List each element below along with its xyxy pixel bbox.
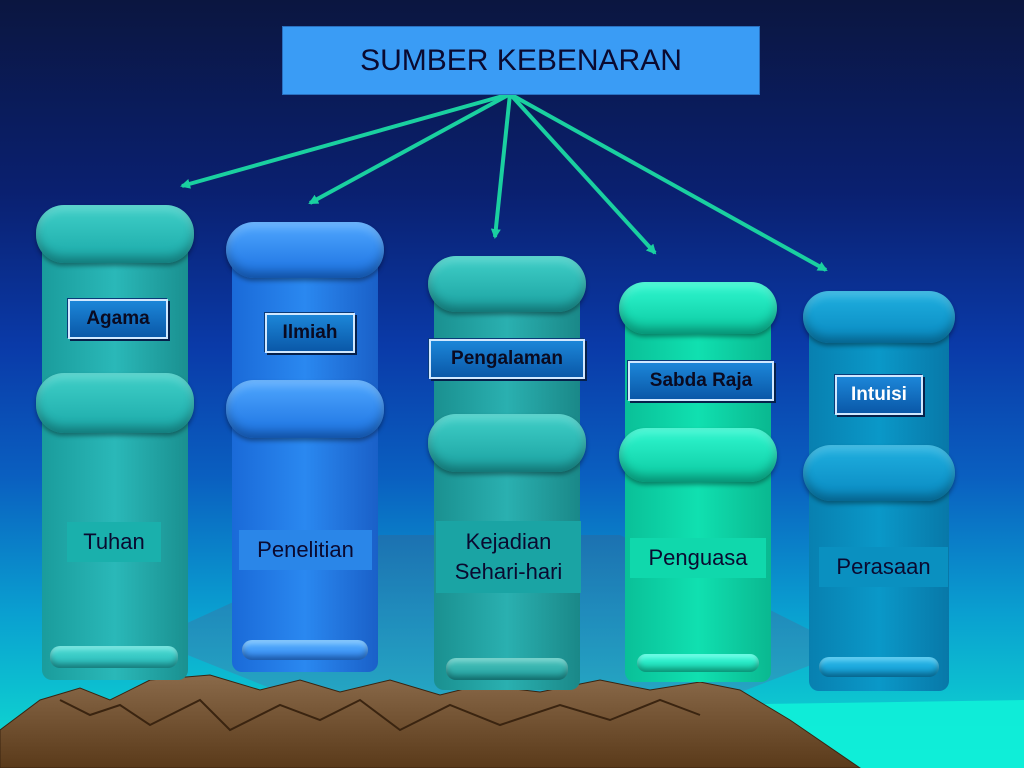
pillar-foot <box>242 640 368 660</box>
arrow-agama <box>182 94 510 186</box>
source-example-penguasa: Penguasa <box>630 538 766 578</box>
pillar-mid-cap <box>428 414 586 472</box>
source-label-intuisi: Intuisi <box>835 375 923 415</box>
pillar-top-cap <box>226 222 384 278</box>
diagram-title: SUMBER KEBENARAN <box>282 26 760 95</box>
arrow-ilmiah <box>310 94 510 203</box>
pillar-pengalaman <box>428 256 586 692</box>
arrow-intuisi <box>510 94 826 270</box>
source-example-penelitian: Penelitian <box>239 530 372 570</box>
source-example-tuhan: Tuhan <box>67 522 161 562</box>
pillar-body <box>232 242 378 672</box>
pillar-body <box>42 225 188 680</box>
pillar-mid-cap <box>619 428 777 482</box>
source-example-perasaan: Perasaan <box>819 547 948 587</box>
source-label-sabda-raja: Sabda Raja <box>628 361 774 401</box>
pillar-foot <box>637 654 759 672</box>
arrow-pengalaman <box>495 94 510 237</box>
pillar-top-cap <box>803 291 955 343</box>
pillar-body <box>809 311 949 691</box>
pillar-mid-cap <box>226 380 384 438</box>
pillar-top-cap <box>36 205 194 263</box>
pillar-top-cap <box>619 282 777 334</box>
source-label-pengalaman: Pengalaman <box>429 339 585 379</box>
source-example-kejadian-sehari-hari: Kejadian Sehari-hari <box>436 521 581 593</box>
pillar-mid-cap <box>36 373 194 433</box>
pillar-body <box>625 302 771 682</box>
pillar-mid-cap <box>803 445 955 501</box>
pillar-foot <box>819 657 939 677</box>
arrow-sabda-raja <box>510 94 655 253</box>
pillar-foot <box>50 646 178 668</box>
pillar-ilmiah <box>226 222 384 674</box>
pillar-sabda-raja <box>619 282 777 682</box>
pillar-foot <box>446 658 568 680</box>
pillar-intuisi <box>803 291 955 691</box>
source-label-ilmiah: Ilmiah <box>265 313 355 353</box>
pillar-agama <box>36 205 194 685</box>
pillar-top-cap <box>428 256 586 312</box>
source-label-agama: Agama <box>68 299 168 339</box>
